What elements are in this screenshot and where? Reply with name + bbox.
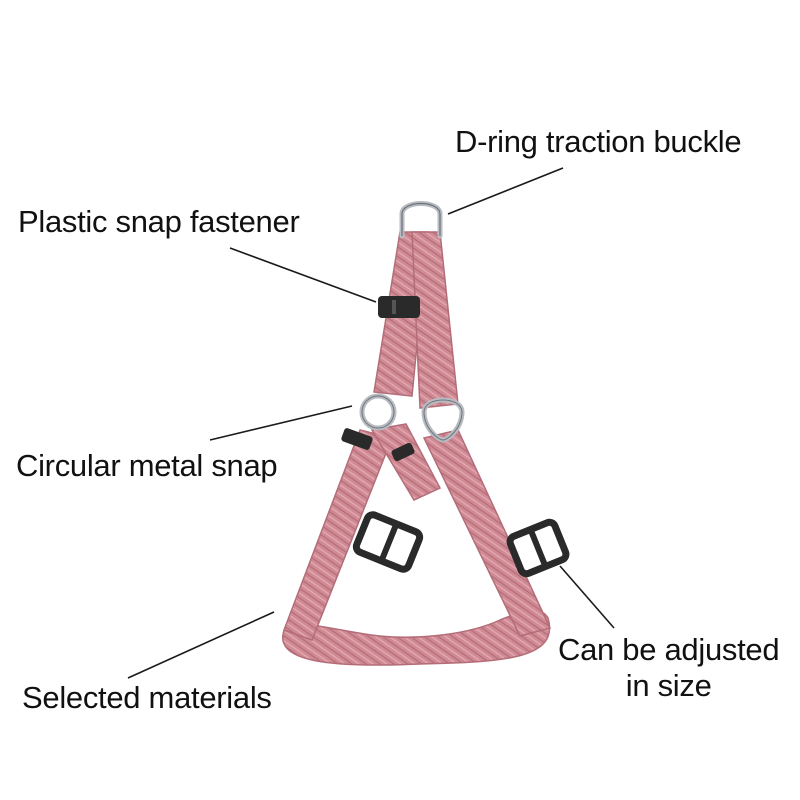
leader-line-plastic-snap [229,247,377,303]
label-adjustable-line-1: Can be adjusted [558,632,780,667]
leader-line-adjustable [559,565,615,629]
leader-line-circular-snap [209,405,353,441]
label-adjustable-line-2: in size [625,668,712,703]
left-side-strap [283,429,394,641]
chest-loop-strap [282,609,551,666]
slider-small-center-icon [391,442,415,462]
neck-strap-right [411,231,459,409]
right-side-strap [422,429,552,637]
plastic-snap-icon [378,296,420,318]
cross-strap [370,423,442,501]
adjust-buckle-right-icon [506,518,570,578]
d-ring-icon [399,201,443,239]
label-d-ring-traction-buckle: D-ring traction buckle [455,124,742,159]
leader-line-selected-materials [127,611,275,679]
label-selected-materials: Selected materials [22,680,272,715]
leader-line-d-ring [447,167,564,215]
leader-lines [127,167,615,679]
adjust-buckle-left-icon [352,511,424,573]
label-circular-metal-snap: Circular metal snap [16,448,278,483]
label-adjustable-size: Can be adjusted in size [558,632,780,704]
slider-small-left-icon [341,428,373,450]
label-plastic-snap-fastener: Plastic snap fastener [18,204,300,239]
